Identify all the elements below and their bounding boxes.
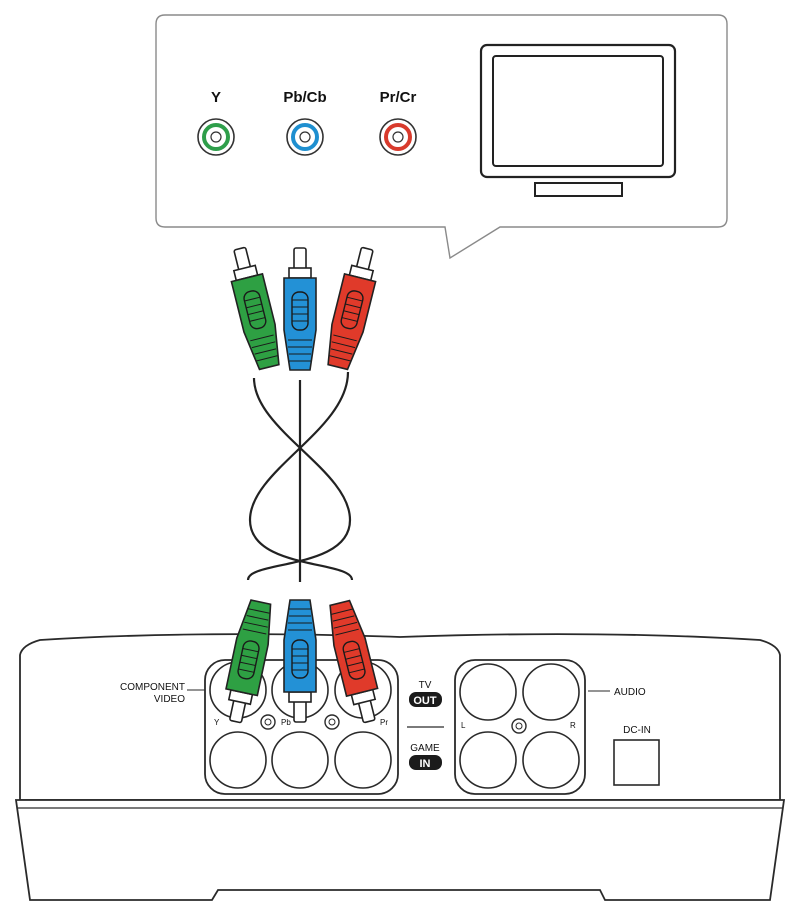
in-badge — [409, 755, 442, 770]
tv-jack-label-pb: Pb/Cb — [283, 89, 326, 106]
audio-left-label: L — [461, 721, 466, 730]
plug-red-bottom — [329, 599, 379, 724]
plug-green-top — [230, 246, 280, 371]
audio-right-label: R — [570, 721, 576, 730]
tv-jack-label-pr: Pr/Cr — [380, 89, 417, 106]
plug-blue-bottom — [283, 599, 317, 723]
component-video-label-line2: VIDEO — [154, 694, 185, 705]
plug-green-bottom — [225, 599, 272, 724]
out-badge-label: OUT — [413, 695, 437, 707]
dc-in-port — [613, 739, 660, 786]
device-jack-label-y: Y — [214, 718, 220, 727]
tv-jack-y — [197, 118, 235, 156]
device-jack-label-pr: Pr — [380, 718, 388, 727]
out-badge — [409, 692, 442, 707]
tv-jack-pr — [379, 118, 417, 156]
tv-jack-label-y: Y — [211, 89, 221, 106]
in-badge-label: IN — [420, 758, 431, 770]
plug-red-top — [327, 246, 377, 371]
tv-callout: Y Pb/Cb Pr/Cr — [155, 14, 728, 260]
tv-icon — [479, 43, 677, 197]
dc-in-label: DC-IN — [623, 725, 651, 736]
audio-jack-block — [454, 659, 586, 795]
plug-blue-top — [283, 247, 317, 371]
game-in-label: GAME — [410, 743, 440, 754]
device-jack-label-pb: Pb — [281, 718, 291, 727]
device-body — [14, 633, 786, 901]
cable-wires — [246, 371, 354, 582]
tv-out-label: TV — [419, 680, 432, 691]
tv-jack-pb — [286, 118, 324, 156]
audio-label: AUDIO — [614, 687, 646, 698]
component-video-label-line1: COMPONENT — [120, 682, 185, 693]
